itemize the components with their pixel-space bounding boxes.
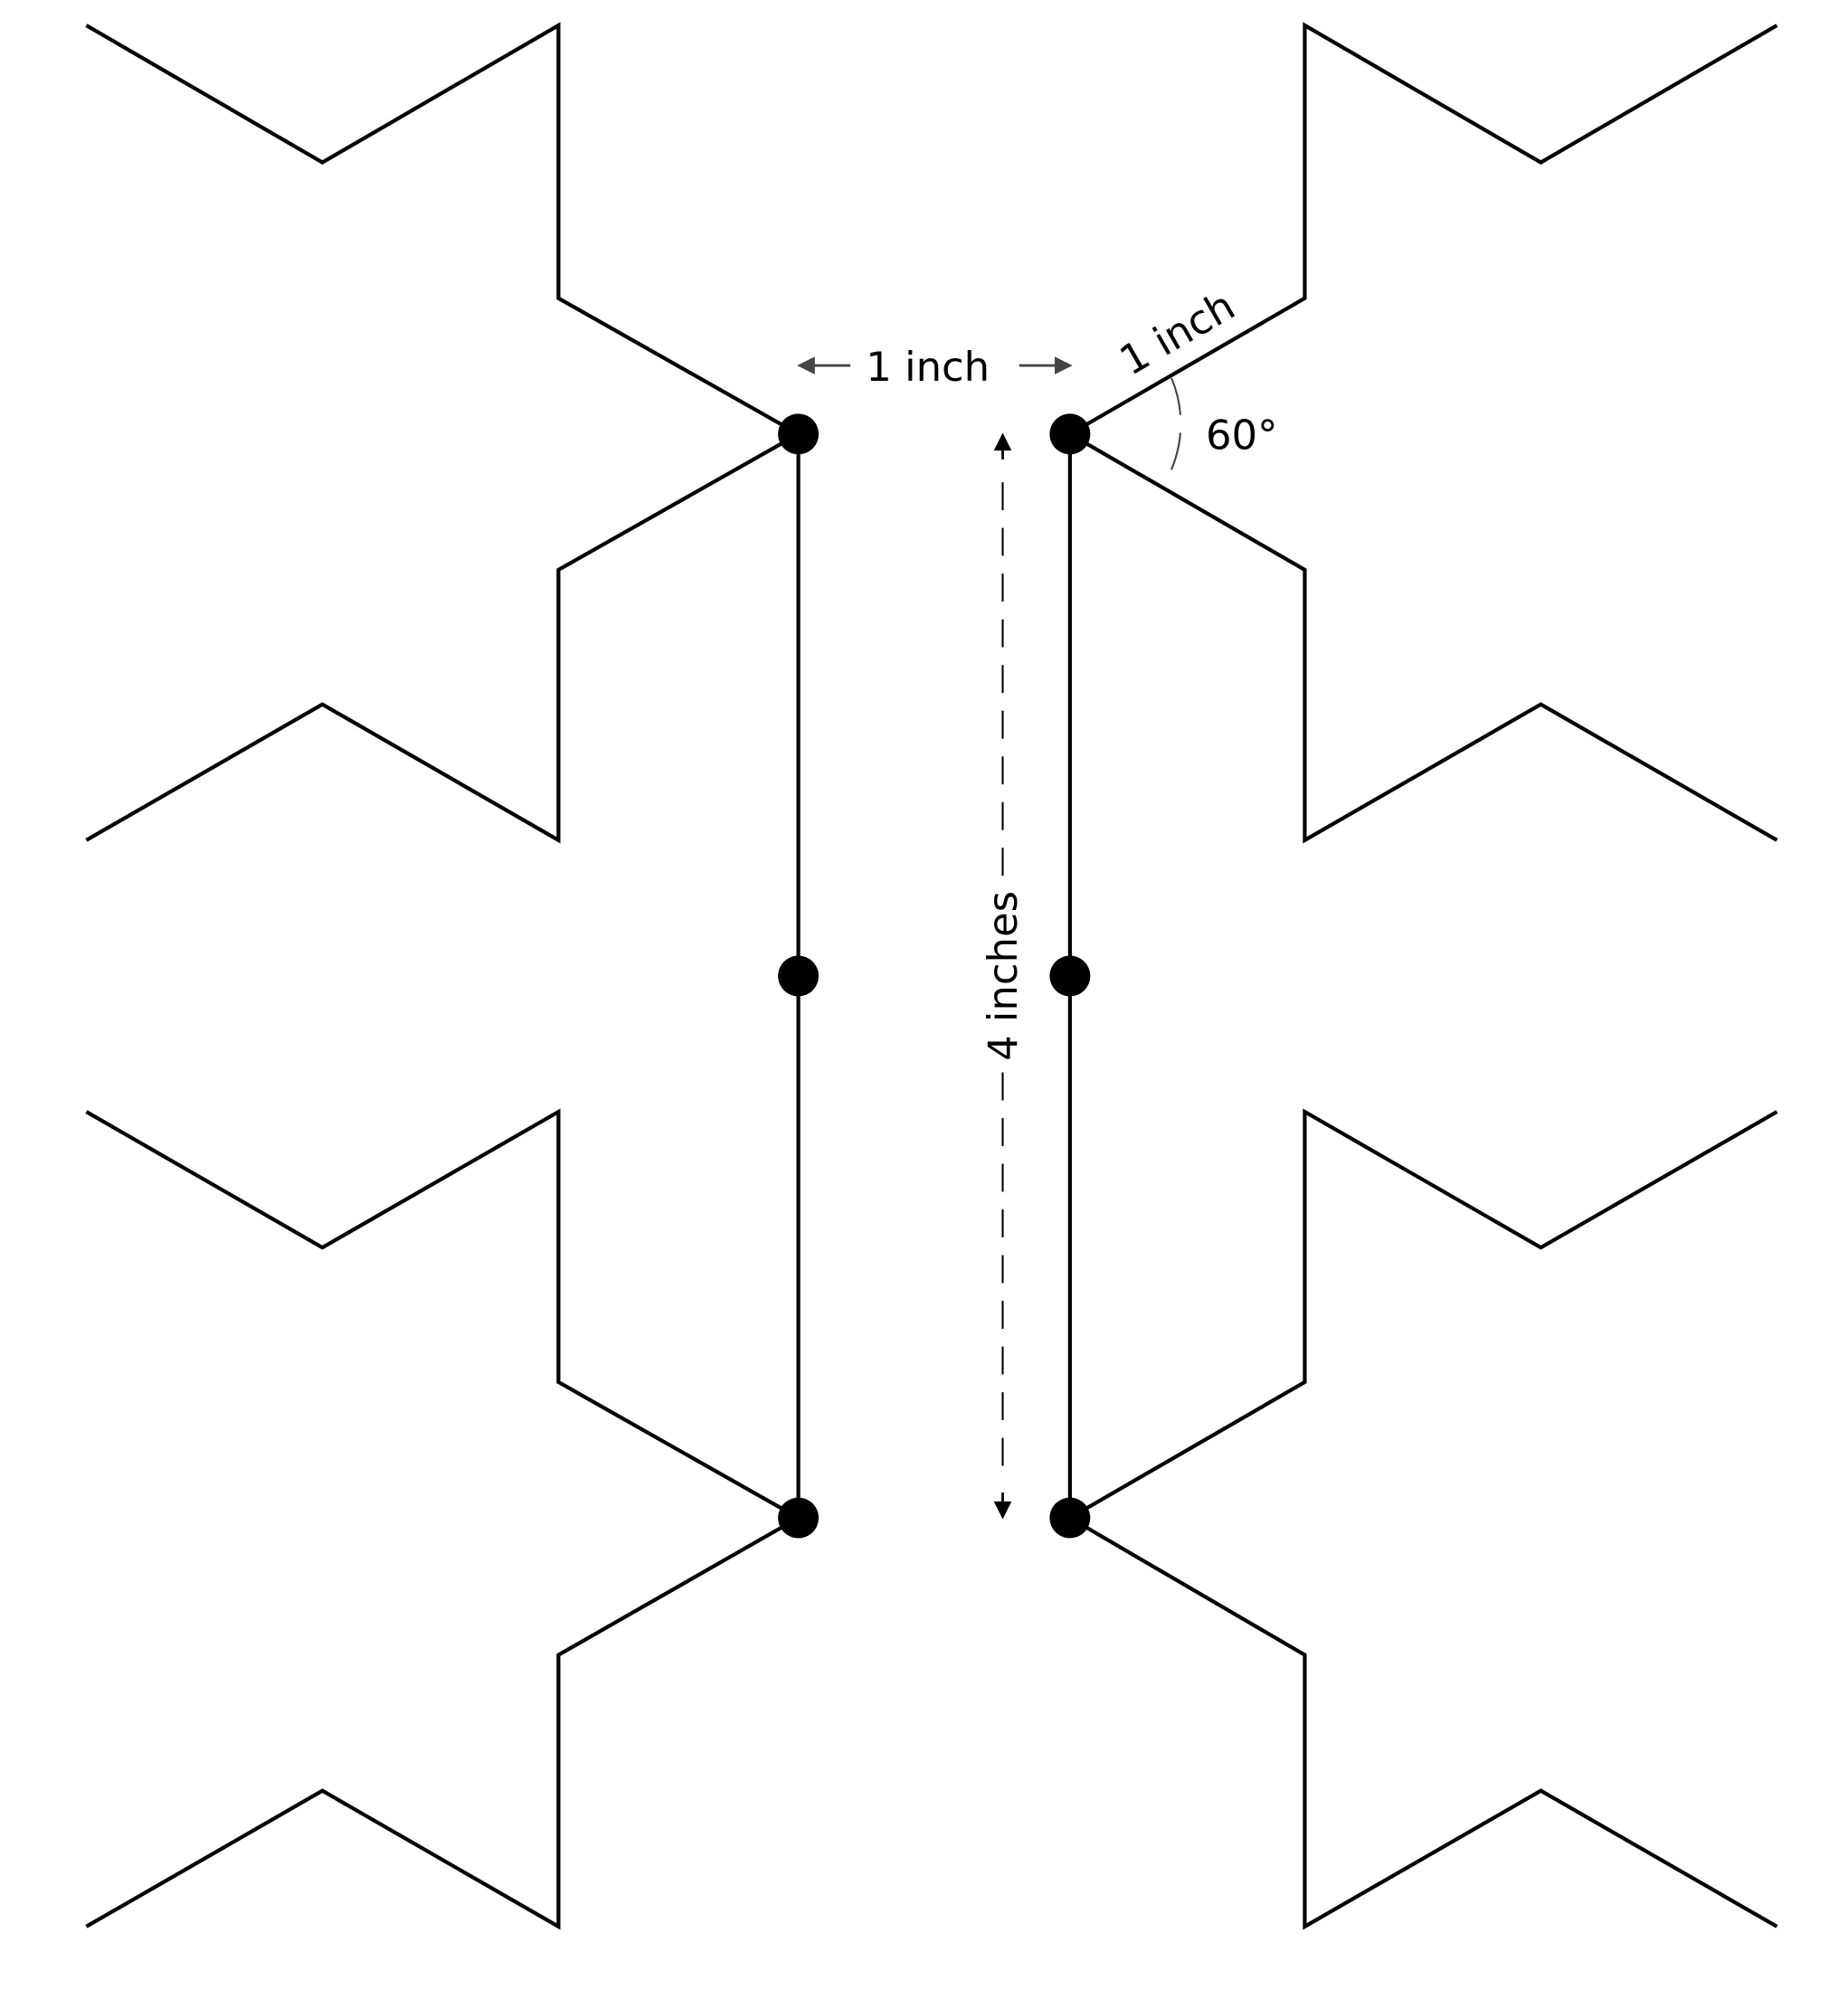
angle-label: 60° (1206, 412, 1278, 460)
left-top-anchor-dot (778, 413, 820, 455)
segment-length-label: 1 inch (1112, 281, 1243, 384)
left-bottom-anchor-dot (778, 1497, 820, 1539)
vertical-dimension: 4 inches (979, 432, 1027, 1520)
down-arrow-icon (993, 1501, 1012, 1520)
bottom-right-zigzag (1066, 1108, 1778, 1930)
right-top-anchor-dot (1049, 413, 1091, 455)
left-middle-anchor-dot (778, 955, 820, 997)
up-arrow-icon (993, 432, 1012, 451)
bottom-left-zigzag (85, 1108, 802, 1930)
vertical-spacing-label: 4 inches (979, 891, 1027, 1061)
angle-arc (1165, 377, 1182, 480)
left-arrow-icon (797, 356, 815, 374)
top-left-zigzag (85, 22, 802, 844)
right-bottom-anchor-dot (1049, 1497, 1091, 1539)
right-arrow-icon (1055, 356, 1073, 374)
horizontal-spacing-label: 1 inch (866, 343, 990, 391)
top-right-zigzag (1066, 22, 1778, 844)
horizontal-dimension: 1 inch (797, 343, 1073, 391)
right-middle-anchor-dot (1049, 955, 1091, 997)
